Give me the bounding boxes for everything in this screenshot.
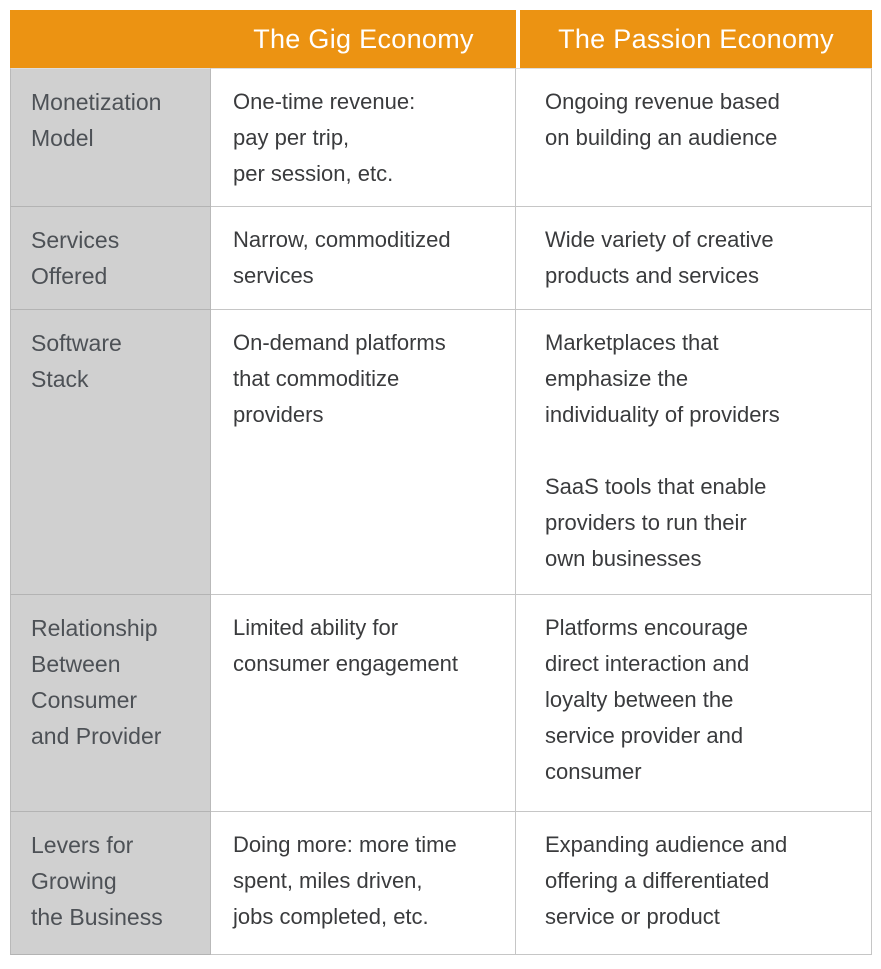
- cell-passion-relationship: Platforms encourage direct interaction a…: [516, 595, 872, 812]
- cell-gig-monetization-model: One-time revenue: pay per trip, per sess…: [211, 68, 516, 207]
- cell-gig-levers-for-growing: Doing more: more time spent, miles drive…: [211, 812, 516, 955]
- table-row-relationship: Relationship Between Consumer and Provid…: [10, 595, 872, 812]
- table-row-levers-for-growing: Levers for Growing the Business Doing mo…: [10, 812, 872, 955]
- cell-gig-services-offered: Narrow, commoditized services: [211, 207, 516, 310]
- cell-passion-services-offered: Wide variety of creative products and se…: [516, 207, 872, 310]
- table-row-monetization-model: Monetization Model One-time revenue: pay…: [10, 68, 872, 207]
- row-label-relationship: Relationship Between Consumer and Provid…: [10, 595, 211, 812]
- column-header-gig-economy: The Gig Economy: [211, 10, 516, 68]
- cell-gig-relationship: Limited ability for consumer engagement: [211, 595, 516, 812]
- row-label-monetization-model: Monetization Model: [10, 68, 211, 207]
- cell-gig-software-stack: On-demand platforms that commoditize pro…: [211, 310, 516, 595]
- corner-header-cell: [10, 10, 211, 68]
- table-row-services-offered: Services Offered Narrow, commoditized se…: [10, 207, 872, 310]
- cell-passion-software-stack: Marketplaces that emphasize the individu…: [516, 310, 872, 595]
- cell-passion-monetization-model: Ongoing revenue based on building an aud…: [516, 68, 872, 207]
- gig-vs-passion-economy-table: The Gig Economy The Passion Economy Mone…: [10, 10, 872, 955]
- column-header-passion-economy: The Passion Economy: [516, 10, 872, 68]
- header-row: The Gig Economy The Passion Economy: [10, 10, 872, 68]
- cell-passion-levers-for-growing: Expanding audience and offering a differ…: [516, 812, 872, 955]
- row-label-services-offered: Services Offered: [10, 207, 211, 310]
- row-label-software-stack: Software Stack: [10, 310, 211, 595]
- row-label-levers-for-growing: Levers for Growing the Business: [10, 812, 211, 955]
- table-row-software-stack: Software Stack On-demand platforms that …: [10, 310, 872, 595]
